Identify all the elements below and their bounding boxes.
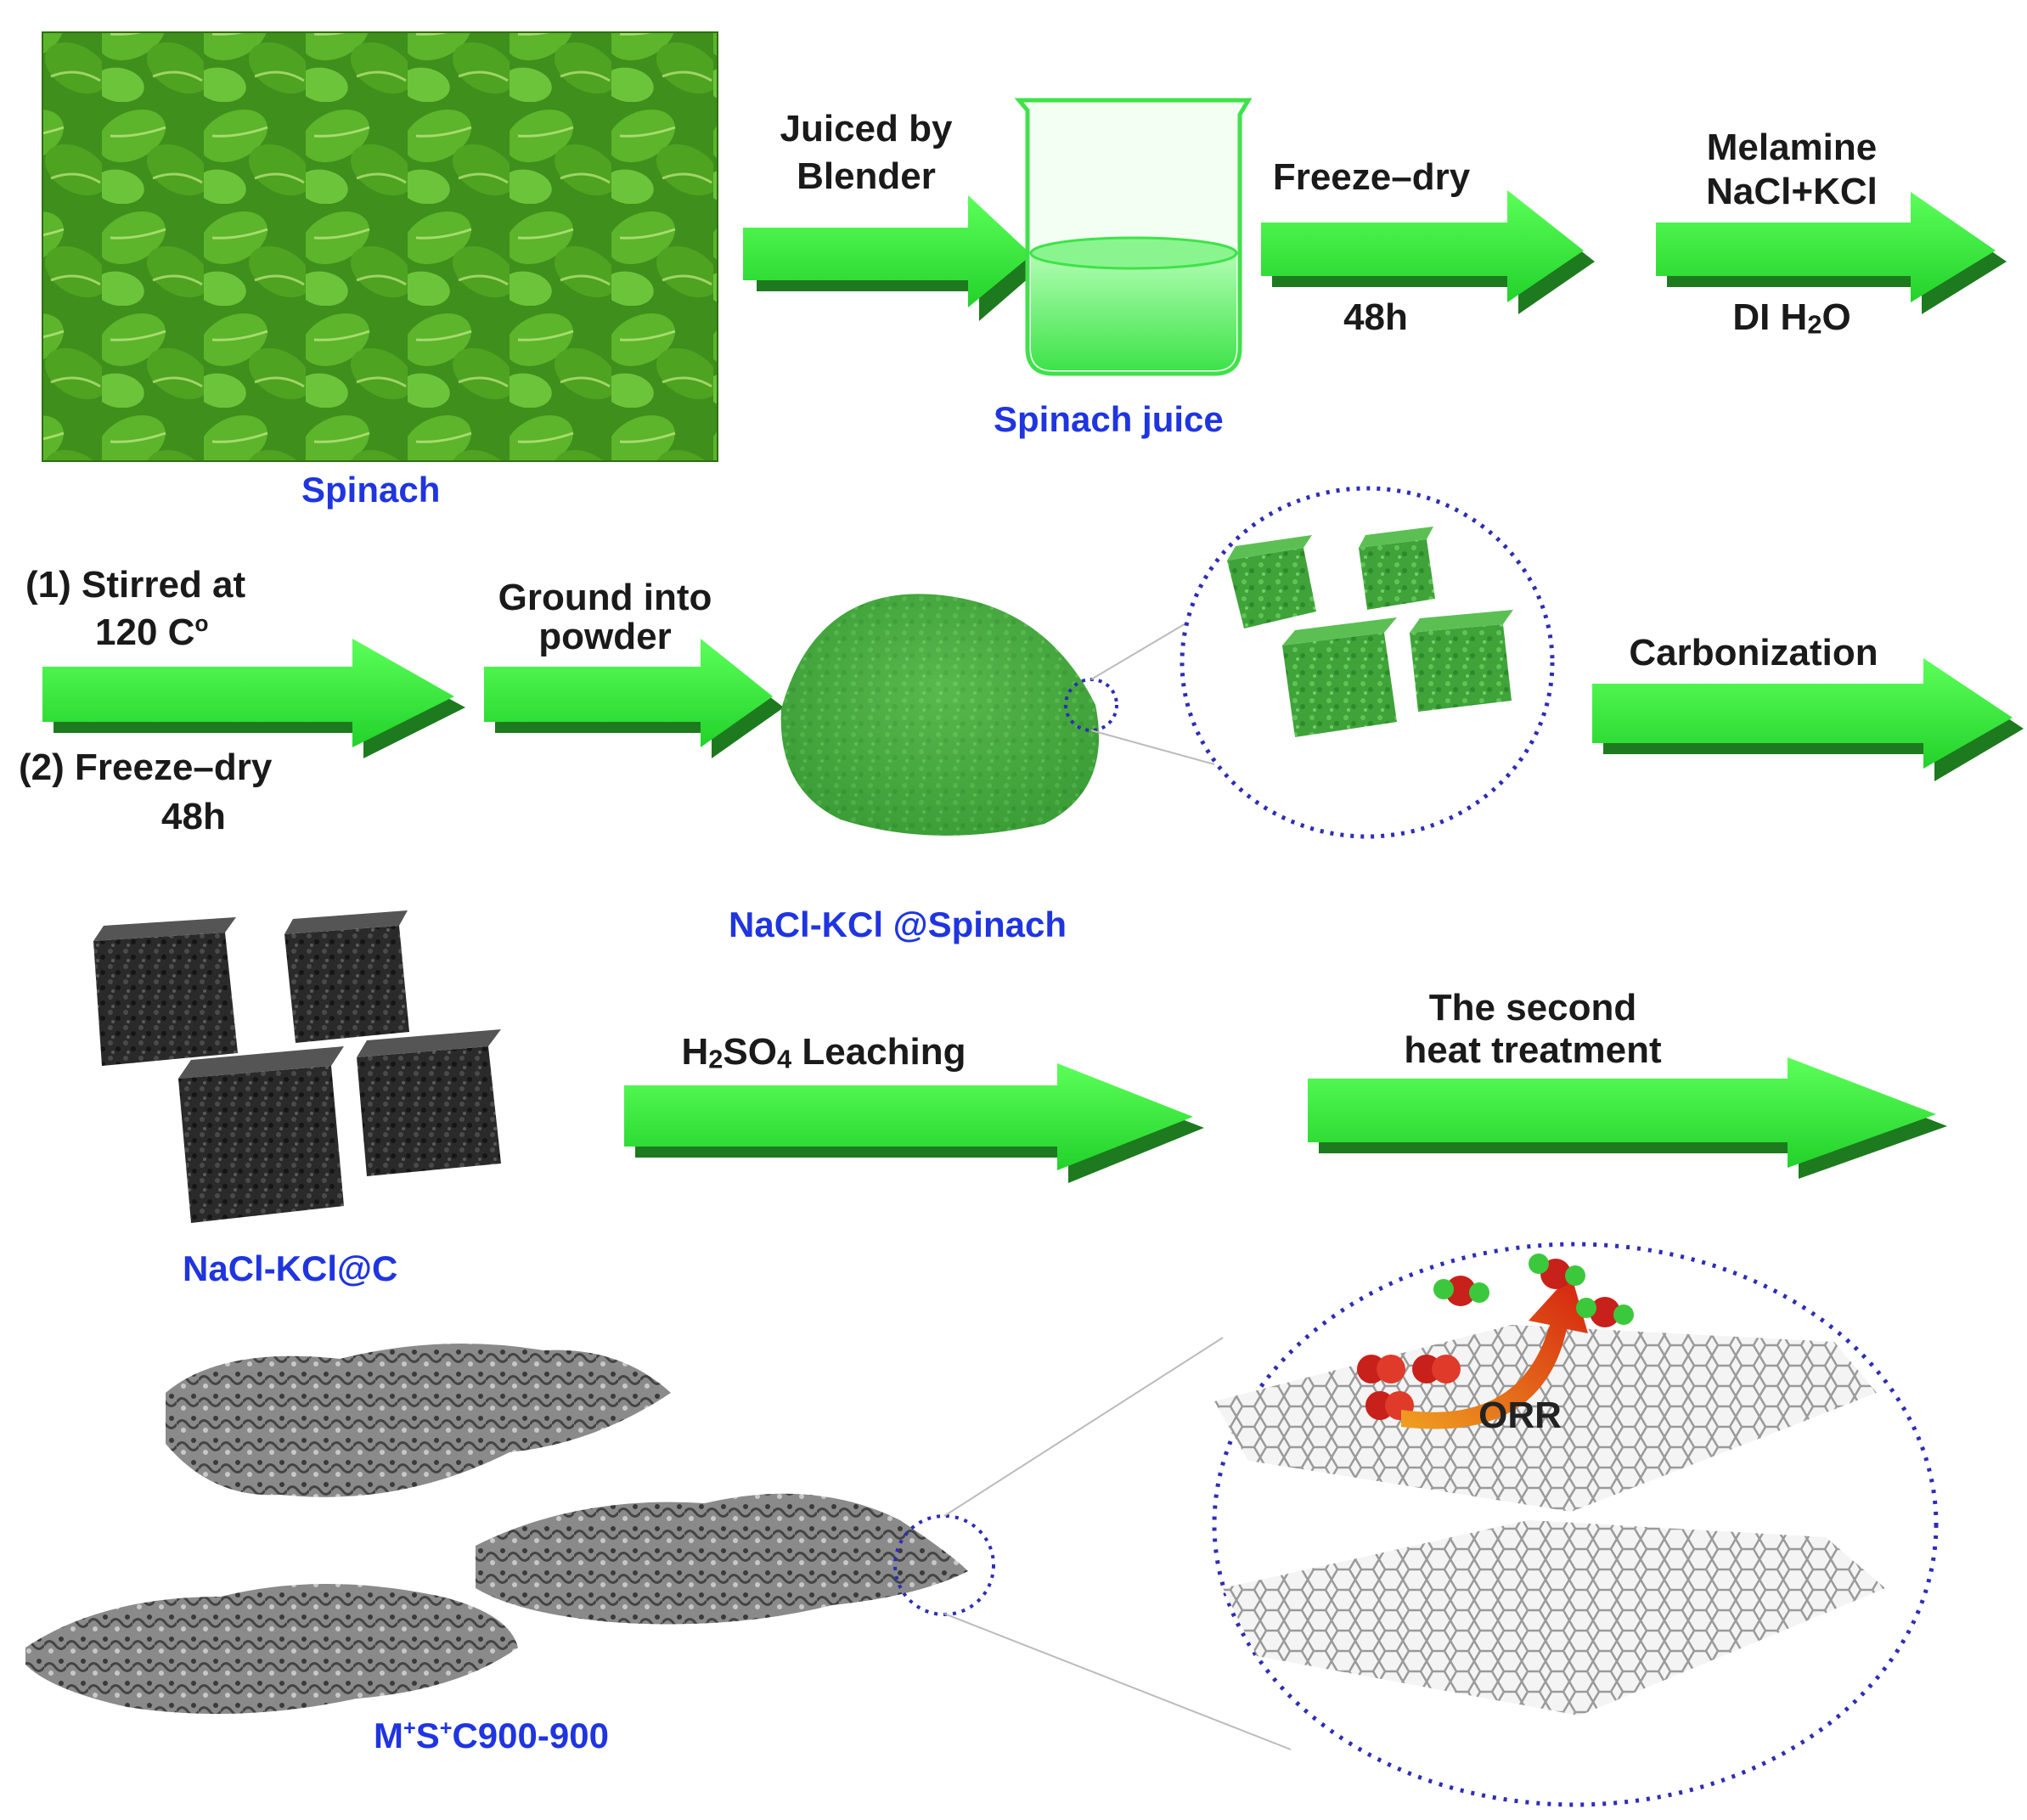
carbon-cube xyxy=(178,1046,344,1223)
arrow-heat-treatment xyxy=(1308,1057,1947,1179)
arrow-juiced xyxy=(743,195,1043,321)
orr-arrow xyxy=(1401,1274,1588,1429)
caption-final-material: M+S+C900-900 xyxy=(374,1716,609,1755)
spinach-photo xyxy=(42,31,718,462)
zoom-line xyxy=(943,1613,1292,1750)
caption-powder: NaCl-KCl @Spinach xyxy=(729,904,1067,944)
caption-spinach: Spinach xyxy=(301,470,441,510)
label-leaching: H2SO4 Leaching xyxy=(681,1031,966,1074)
label-freeze-time: 48h xyxy=(1343,296,1408,338)
carbon-sheet xyxy=(476,1493,968,1625)
carbon-sheet xyxy=(166,1344,671,1497)
green-cube xyxy=(1227,535,1316,628)
arrow-ground xyxy=(484,639,784,758)
arrow-leaching xyxy=(624,1063,1204,1183)
powder-pile xyxy=(780,594,1099,836)
arrow-stirred xyxy=(42,639,465,758)
product-molecules xyxy=(1433,1254,1634,1327)
caption-spinach-juice: Spinach juice xyxy=(994,399,1224,439)
zoom-line xyxy=(1090,730,1215,765)
label-stirred-line2: 120 Co xyxy=(95,611,209,653)
label-orr: ORR xyxy=(1478,1395,1562,1436)
carbon-cube xyxy=(357,1029,501,1176)
beaker-icon xyxy=(1014,98,1253,376)
carbon-sheets xyxy=(25,1344,968,1714)
oxygen-molecules xyxy=(1357,1355,1461,1420)
label-freeze2-line1: (2) Freeze–dry xyxy=(19,747,273,788)
carbon-cubes xyxy=(93,910,501,1223)
green-cube xyxy=(1410,610,1513,712)
label-di-water: DI H2O xyxy=(1732,296,1851,340)
green-cube xyxy=(1359,527,1435,610)
zoom-line xyxy=(943,1337,1224,1517)
label-freeze-dry: Freeze–dry xyxy=(1272,156,1471,198)
caption-carbon: NaCl-KCl@C xyxy=(183,1248,398,1288)
graphene-zoom xyxy=(1212,1242,1939,1807)
arrow-freeze-dry xyxy=(1261,190,1595,314)
green-cubes-zoom xyxy=(1180,486,1555,839)
arrow-carbonization xyxy=(1592,658,2024,781)
label-carbonization: Carbonization xyxy=(1629,632,1878,673)
arrow-melamine xyxy=(1656,192,2007,314)
carbon-cube xyxy=(284,910,409,1043)
label-freeze2-line2: 48h xyxy=(161,796,226,837)
label-stirred-line1: (1) Stirred at xyxy=(25,564,246,606)
green-cube xyxy=(1282,617,1397,737)
carbon-sheet xyxy=(25,1584,518,1714)
carbon-cube xyxy=(93,917,238,1066)
graphene-sheet xyxy=(1223,1520,1885,1716)
